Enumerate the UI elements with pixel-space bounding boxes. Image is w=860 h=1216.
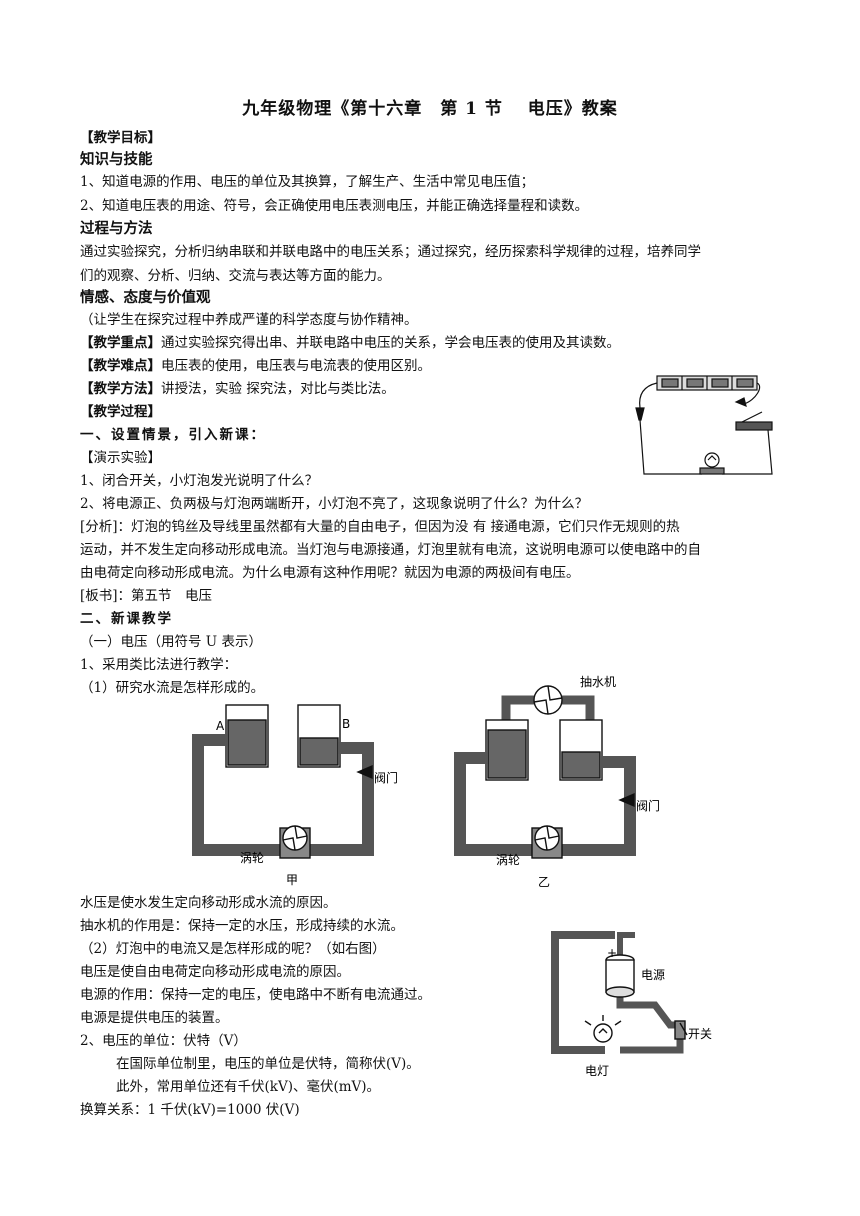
teaching-goals-label: 【教学目标】 xyxy=(80,130,161,146)
method-line: 【教学方法】讲授法，实验 探究法，对比与类比法。 xyxy=(80,379,395,399)
circuit-switch-label: 开关 xyxy=(688,1027,712,1041)
water-circuit-diagram-a: A B 阀门 涡轮 甲 xyxy=(188,700,398,890)
analysis-line-3: 由电荷定向移动形成电流。为什么电源有这种作用呢？就因为电源的两极间有电压。 xyxy=(80,565,580,581)
key-point-line: 【教学重点】通过实验探究得出串、并联电路中电压的关系，学会电压表的使用及其读数。 xyxy=(80,333,620,353)
difficulty-label: 【教学难点】 xyxy=(80,358,161,374)
water-circuit-diagram-b: 抽水机 阀门 涡轮 乙 xyxy=(450,670,680,895)
water-a-caption: 甲 xyxy=(286,873,298,887)
water-a-label-b: B xyxy=(342,717,350,731)
circuit-lamp-label: 电灯 xyxy=(585,1064,609,1078)
voltage-definition: （一）电压（用符号 U 表示） xyxy=(80,634,262,650)
part1-heading: 一、设置情景，引入新课： xyxy=(80,427,266,443)
circuit-plus-label: + xyxy=(607,946,617,960)
attitude-text: （让学生在探究过程中养成严谨的科学态度与协作精神。 xyxy=(80,312,418,328)
key-point-label: 【教学重点】 xyxy=(80,335,161,351)
demo-question-1: 1、闭合开关，小灯泡发光说明了什么？ xyxy=(80,473,319,489)
water-a-label-a: A xyxy=(216,719,225,733)
water-a-turbine-label: 涡轮 xyxy=(240,851,264,865)
difficulty-text: 电压表的使用，电压表与电流表的使用区别。 xyxy=(161,358,431,374)
other-units-text: 此外，常用单位还有千伏(kV)、毫伏(mV)。 xyxy=(116,1079,381,1095)
pump-role-text: 抽水机的作用是：保持一定的水压，形成持续的水流。 xyxy=(80,918,404,934)
process-label: 【教学过程】 xyxy=(80,404,161,420)
water-a-valve-label: 阀门 xyxy=(374,770,398,785)
bulb-current-text: （2）灯泡中的电流又是怎样形成的呢？（如右图） xyxy=(80,941,386,957)
water-b-pump-label: 抽水机 xyxy=(580,675,616,689)
process-text-1: 通过实验探究，分析归纳串联和并联电路中的电压关系；通过探究，经历探索科学规律的过… xyxy=(80,244,701,260)
voltage-cause-text: 电压是使自由电荷定向移动形成电流的原因。 xyxy=(80,964,350,980)
part2-heading: 二、新课教学 xyxy=(80,611,173,627)
circuit-source-label: 电源 xyxy=(641,968,665,982)
water-b-turbine-label: 涡轮 xyxy=(496,853,520,867)
unit-heading: 2、电压的单位：伏特（V） xyxy=(80,1033,247,1049)
analysis-line-1: [分析]：灯泡的钨丝及导线里虽然都有大量的自由电子，但因为没 有 接通电源，它们… xyxy=(80,519,680,535)
method-label: 【教学方法】 xyxy=(80,381,161,397)
analogy-heading: 1、采用类比法进行教学： xyxy=(80,657,238,673)
source-device-text: 电源是提供电压的装置。 xyxy=(80,1010,229,1026)
method-text: 讲授法，实验 探究法，对比与类比法。 xyxy=(161,381,395,397)
demo-label: 【演示实验】 xyxy=(80,450,161,466)
key-point-text: 通过实验探究得出串、并联电路中电压的关系，学会电压表的使用及其读数。 xyxy=(161,335,620,351)
circuit-diagram-simple xyxy=(632,372,782,484)
demo-question-2: 2、将电源正、负两极与灯泡两端断开，小灯泡不亮了，这现象说明了什么？为什么？ xyxy=(80,496,589,512)
page-title: 九年级物理《第十六章 第 1 节 电压》教案 xyxy=(242,99,618,119)
process-text-2: 们的观察、分析、归纳、交流与表达等方面的能力。 xyxy=(80,268,391,284)
analogy-water: （1）研究水流是怎样形成的。 xyxy=(80,680,265,696)
knowledge-item-2: 2、知道电压表的用途、符号，会正确使用电压表测电压，并能正确选择量程和读数。 xyxy=(80,198,589,214)
source-role-text: 电源的作用：保持一定的电压，使电路中不断有电流通过。 xyxy=(80,987,431,1003)
conversion-text: 换算关系：1 千伏(kV)=1000 伏(V) xyxy=(80,1102,300,1118)
knowledge-item-1: 1、知道电源的作用、电压的单位及其换算，了解生产、生活中常见电压值； xyxy=(80,174,535,190)
water-pressure-text: 水压是使水发生定向移动形成水流的原因。 xyxy=(80,895,337,911)
water-b-caption: 乙 xyxy=(538,875,550,889)
board-text: [板书]：第五节 电压 xyxy=(80,588,213,604)
attitude-heading: 情感、态度与价值观 xyxy=(80,290,211,306)
difficulty-line: 【教学难点】电压表的使用，电压表与电流表的使用区别。 xyxy=(80,356,431,376)
analysis-line-2: 运动，并不发生定向移动形成电流。当灯泡与电源接通，灯泡里就有电流，这说明电源可以… xyxy=(80,542,701,558)
process-heading: 过程与方法 xyxy=(80,221,153,237)
water-b-valve-label: 阀门 xyxy=(636,798,660,813)
knowledge-heading: 知识与技能 xyxy=(80,152,153,168)
si-unit-text: 在国际单位制里，电压的单位是伏特，简称伏(V)。 xyxy=(116,1056,420,1072)
circuit-diagram-labeled: + 电源 开关 电灯 xyxy=(545,925,725,1085)
